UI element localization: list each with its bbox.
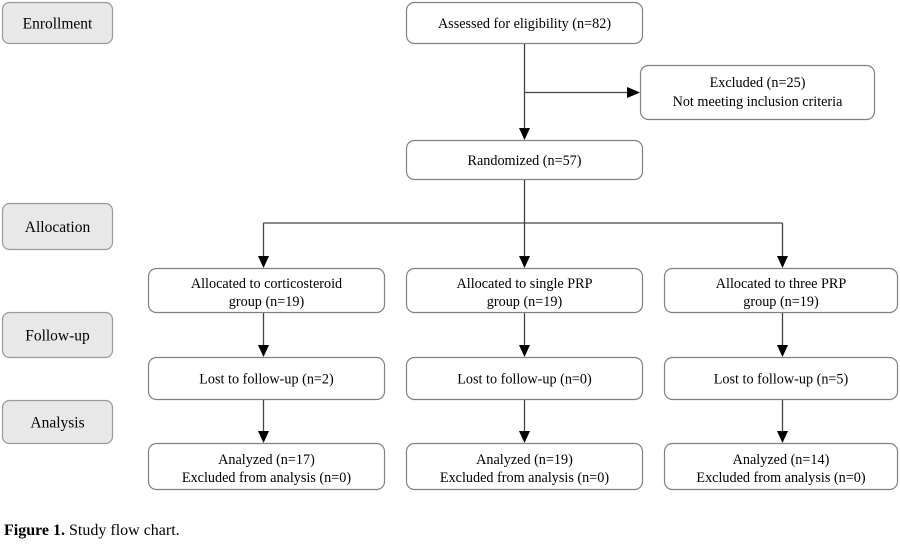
stage-label-analysis-box [1, 399, 114, 445]
node-analyzed-three-prp-line-2: Excluded from analysis (n=0) [696, 470, 865, 486]
node-excluded-line-1: Excluded (n=25) [710, 75, 806, 91]
node-analyzed-corticosteroid-line-2: Excluded from analysis (n=0) [182, 470, 351, 486]
figure-caption-text: Study flow chart. [65, 522, 180, 539]
node-analyzed-three-prp-box [663, 442, 899, 491]
node-lost-three-prp: Lost to follow-up (n=5) [663, 356, 899, 401]
figure-caption: Figure 1. Study flow chart. [4, 521, 180, 541]
node-allocated-three-prp-line-2: group (n=19) [743, 294, 819, 310]
stage-label-analysis-text: Analysis [30, 415, 84, 432]
node-allocated-three-prp: Allocated to three PRP group (n=19) [663, 267, 899, 314]
node-lost-single-prp-box [405, 356, 644, 401]
arrowhead-alloc-single-prp [519, 256, 530, 268]
node-analyzed-single-prp-line-1: Analyzed (n=19) [476, 452, 573, 468]
node-analyzed-single-prp-box [405, 442, 644, 491]
stage-label-followup: Follow-up [1, 311, 114, 359]
stage-label-enrollment-text: Enrollment [23, 16, 93, 33]
node-excluded: Excluded (n=25) Not meeting inclusion cr… [639, 64, 876, 121]
node-lost-corticosteroid-line-1: Lost to follow-up (n=2) [199, 372, 334, 388]
arrowhead-analyzed-single-prp [519, 431, 530, 443]
arrowhead-analyzed-three-prp [777, 431, 788, 443]
arrowhead-lost-cortico [258, 345, 269, 357]
node-assessed-for-eligibility: Assessed for eligibility (n=82) [405, 1, 644, 45]
node-assessed-for-eligibility-line-1: Assessed for eligibility (n=82) [438, 16, 611, 32]
stage-label-allocation-box [1, 202, 114, 251]
node-allocated-single-prp-line-1: Allocated to single PRP [457, 276, 593, 292]
arrowhead-alloc-three-prp [777, 256, 788, 268]
figure-caption-label: Figure 1. [4, 522, 66, 539]
node-lost-three-prp-box [663, 356, 899, 401]
node-lost-three-prp-line-1: Lost to follow-up (n=5) [714, 372, 849, 388]
node-analyzed-three-prp-line-1: Analyzed (n=14) [733, 452, 830, 468]
node-analyzed-three-prp: Analyzed (n=14) Excluded from analysis (… [663, 442, 899, 491]
stage-label-allocation-text: Allocation [25, 219, 91, 236]
stage-label-allocation: Allocation [1, 202, 114, 251]
node-randomized-box [405, 139, 644, 181]
node-analyzed-corticosteroid-line-1: Analyzed (n=17) [218, 452, 315, 468]
node-allocated-three-prp-line-1: Allocated to three PRP [716, 276, 847, 292]
node-allocated-corticosteroid-line-1: Allocated to corticosteroid [191, 276, 342, 292]
arrowhead-lost-three-prp [777, 345, 788, 357]
connectors [258, 44, 788, 443]
node-allocated-single-prp: Allocated to single PRP group (n=19) [405, 267, 644, 314]
arrowhead-excluded [627, 87, 640, 98]
node-allocated-three-prp-box [663, 267, 899, 314]
stage-label-followup-box [1, 311, 114, 359]
node-lost-corticosteroid: Lost to follow-up (n=2) [147, 356, 386, 401]
node-excluded-line-2: Not meeting inclusion criteria [673, 94, 844, 110]
arrowhead-analyzed-cortico [258, 431, 269, 443]
arrowhead-randomized [519, 128, 530, 140]
arrowhead-lost-single-prp [519, 345, 530, 357]
node-lost-corticosteroid-box [147, 356, 386, 401]
node-analyzed-single-prp: Analyzed (n=19) Excluded from analysis (… [405, 442, 644, 491]
node-allocated-single-prp-line-2: group (n=19) [487, 294, 563, 310]
node-excluded-box [639, 64, 876, 121]
node-randomized-line-1: Randomized (n=57) [468, 153, 582, 169]
stage-label-followup-text: Follow-up [25, 328, 90, 345]
node-randomized: Randomized (n=57) [405, 139, 644, 181]
node-analyzed-corticosteroid: Analyzed (n=17) Excluded from analysis (… [147, 442, 386, 491]
node-lost-single-prp-line-1: Lost to follow-up (n=0) [457, 372, 592, 388]
arrowhead-alloc-cortico [258, 256, 269, 268]
node-allocated-corticosteroid: Allocated to corticosteroid group (n=19) [147, 267, 386, 314]
node-assessed-for-eligibility-box [405, 1, 644, 45]
stage-label-analysis: Analysis [1, 399, 114, 445]
node-analyzed-corticosteroid-box [147, 442, 386, 491]
node-allocated-corticosteroid-box [147, 267, 386, 314]
node-lost-single-prp: Lost to follow-up (n=0) [405, 356, 644, 401]
node-allocated-corticosteroid-line-2: group (n=19) [229, 294, 305, 310]
stage-label-enrollment: Enrollment [1, 1, 114, 45]
stage-label-enrollment-box [1, 1, 114, 45]
node-analyzed-single-prp-line-2: Excluded from analysis (n=0) [440, 470, 609, 486]
node-allocated-single-prp-box [405, 267, 644, 314]
